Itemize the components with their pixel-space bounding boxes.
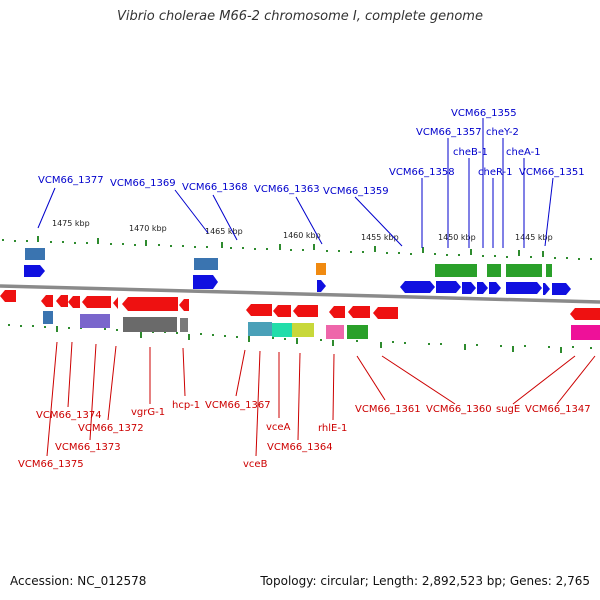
upper-major-ticks: [37, 236, 544, 257]
gene-label[interactable]: cheB-1: [453, 147, 488, 158]
gene-label[interactable]: cheR-1: [478, 167, 513, 178]
gene-arrow[interactable]: [570, 308, 600, 320]
gene-label[interactable]: VCM66_1361: [355, 404, 421, 415]
gene-label[interactable]: VCM66_1372: [78, 423, 144, 434]
reverse-genes: [0, 290, 600, 340]
reverse-gene-labels: VCM66_1374 VCM66_1375 VCM66_1373 VCM66_1…: [18, 400, 591, 470]
gene-block[interactable]: [506, 264, 542, 277]
gene-label[interactable]: vgrG-1: [131, 407, 165, 418]
gene-arrow[interactable]: [405, 281, 435, 293]
gene-arrow[interactable]: [436, 281, 461, 293]
gene-arrow[interactable]: [113, 297, 118, 309]
gene-label[interactable]: VCM66_1358: [389, 167, 455, 178]
gene-arrow[interactable]: [0, 290, 16, 302]
kbp-label: 1455 kbp: [361, 233, 399, 242]
upper-scale-track: [2, 239, 592, 260]
forward-genes: [24, 248, 571, 295]
lower-major-ticks: [56, 326, 562, 353]
gene-block[interactable]: [292, 323, 314, 337]
kbp-label: 1445 kbp: [515, 233, 553, 242]
gene-label[interactable]: VCM66_1355: [451, 108, 517, 119]
gene-arrow[interactable]: [543, 283, 550, 295]
gene-label[interactable]: vceB: [243, 459, 268, 470]
gene-label[interactable]: VCM66_1369: [110, 178, 176, 189]
gene-label[interactable]: VCM66_1373: [55, 442, 121, 453]
map-title: Vibrio cholerae M66-2 chromosome I, comp…: [117, 9, 483, 24]
gene-arrow[interactable]: [400, 281, 405, 293]
gene-label[interactable]: VCM66_1374: [36, 410, 102, 421]
gene-block[interactable]: [25, 248, 45, 260]
gene-arrow[interactable]: [506, 282, 542, 294]
forward-gene-labels: VCM66_1377 VCM66_1369 VCM66_1368 VCM66_1…: [38, 108, 585, 197]
gene-block[interactable]: [272, 323, 292, 337]
gene-block[interactable]: [43, 311, 53, 324]
gene-label[interactable]: cheA-1: [506, 147, 541, 158]
genome-summary: Topology: circular; Length: 2,892,523 bp…: [260, 574, 590, 588]
gene-arrow[interactable]: [477, 282, 488, 294]
gene-arrow[interactable]: [293, 305, 318, 317]
gene-arrow[interactable]: [317, 280, 326, 292]
gene-arrow[interactable]: [193, 275, 218, 289]
gene-label[interactable]: rhlE-1: [318, 423, 347, 434]
gene-label[interactable]: VCM66_1367: [205, 400, 271, 411]
reverse-leaders: [46, 341, 596, 457]
gene-arrow[interactable]: [273, 305, 291, 317]
gene-label[interactable]: VCM66_1351: [519, 167, 585, 178]
gene-arrow[interactable]: [348, 306, 370, 318]
chromosome-backbone: [0, 284, 600, 304]
gene-block[interactable]: [316, 263, 326, 275]
gene-block[interactable]: [571, 325, 600, 340]
accession-text: Accession: NC_012578: [10, 574, 147, 588]
gene-arrow[interactable]: [179, 299, 189, 311]
gene-label[interactable]: VCM66_1377: [38, 175, 104, 186]
gene-arrow[interactable]: [82, 296, 111, 308]
kbp-label: 1465 kbp: [205, 227, 243, 236]
gene-label[interactable]: sugE: [496, 404, 520, 415]
gene-arrow[interactable]: [552, 283, 571, 295]
gene-block[interactable]: [326, 325, 344, 339]
gene-block[interactable]: [194, 258, 218, 270]
gene-label[interactable]: VCM66_1364: [267, 442, 333, 453]
gene-arrow[interactable]: [329, 306, 345, 318]
forward-leaders: [37, 118, 554, 248]
gene-arrow[interactable]: [373, 307, 398, 319]
kbp-label: 1475 kbp: [52, 219, 90, 228]
gene-arrow[interactable]: [122, 297, 178, 311]
gene-block[interactable]: [546, 264, 552, 277]
kbp-label: 1460 kbp: [283, 231, 321, 240]
gene-block[interactable]: [347, 325, 368, 339]
gene-arrow[interactable]: [41, 295, 53, 307]
gene-label[interactable]: VCM66_1360: [426, 404, 492, 415]
gene-arrow[interactable]: [246, 304, 272, 316]
gene-block[interactable]: [487, 264, 501, 277]
gene-arrow[interactable]: [462, 282, 476, 294]
gene-label[interactable]: cheY-2: [486, 127, 519, 138]
kbp-label: 1470 kbp: [129, 224, 167, 233]
gene-block[interactable]: [248, 322, 272, 336]
gene-block[interactable]: [80, 314, 110, 328]
gene-label[interactable]: VCM66_1375: [18, 459, 84, 470]
gene-label[interactable]: VCM66_1359: [323, 186, 389, 197]
gene-arrow[interactable]: [24, 265, 45, 277]
gene-block[interactable]: [123, 317, 177, 332]
kbp-label: 1450 kbp: [438, 233, 476, 242]
gene-arrow[interactable]: [489, 282, 501, 294]
gene-label[interactable]: VCM66_1363: [254, 184, 320, 195]
gene-label[interactable]: vceA: [266, 422, 291, 433]
gene-block[interactable]: [180, 318, 188, 332]
gene-label[interactable]: VCM66_1347: [525, 404, 591, 415]
gene-arrow[interactable]: [68, 296, 80, 308]
gene-label[interactable]: VCM66_1357: [416, 127, 482, 138]
gene-block[interactable]: [435, 264, 477, 277]
gene-label[interactable]: hcp-1: [172, 400, 200, 411]
gene-arrow[interactable]: [56, 295, 68, 307]
gene-label[interactable]: VCM66_1368: [182, 182, 248, 193]
